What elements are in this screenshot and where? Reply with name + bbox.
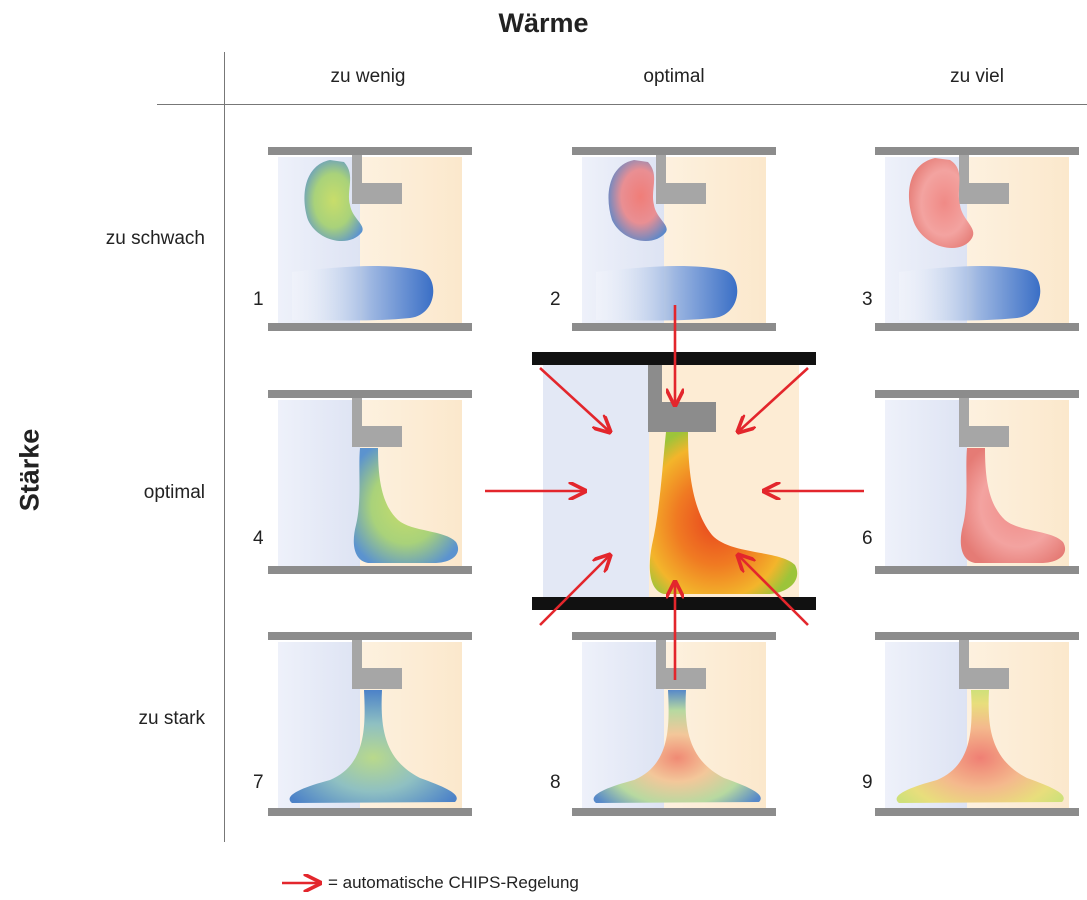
column-label-optimal: optimal bbox=[643, 66, 705, 87]
cell-1 bbox=[268, 147, 472, 331]
arrow-from-cell-1 bbox=[539, 367, 610, 432]
cell-number-2: 2 bbox=[550, 289, 561, 310]
row-label-zu-schwach: zu schwach bbox=[105, 228, 205, 249]
cell-number-7: 7 bbox=[253, 772, 264, 793]
row-label-divider bbox=[224, 52, 225, 842]
axis-title-waerme: Wärme bbox=[498, 8, 589, 38]
cell-number-9: 9 bbox=[862, 772, 873, 793]
column-label-zu-viel: zu viel bbox=[950, 66, 1004, 87]
cell-number-6: 6 bbox=[862, 528, 873, 549]
cell-5-optimal bbox=[532, 352, 816, 610]
header-divider bbox=[157, 104, 1087, 105]
cell-3 bbox=[875, 147, 1079, 331]
arrow-from-cell-9 bbox=[738, 555, 809, 626]
row-label-zu-stark: zu stark bbox=[138, 708, 205, 729]
cell-number-3: 3 bbox=[862, 289, 873, 310]
cell-8 bbox=[572, 632, 776, 816]
arrow-from-cell-7 bbox=[539, 555, 610, 626]
cell-number-8: 8 bbox=[550, 772, 561, 793]
cell-2 bbox=[572, 147, 776, 331]
cell-4 bbox=[268, 390, 472, 574]
legend-label: = automatische CHIPS-Regelung bbox=[328, 873, 579, 892]
cell-number-4: 4 bbox=[253, 528, 264, 549]
column-label-zu-wenig: zu wenig bbox=[330, 66, 406, 87]
cell-number-1: 1 bbox=[253, 289, 264, 310]
cell-9 bbox=[875, 632, 1079, 816]
cell-6 bbox=[875, 390, 1079, 574]
cell-7 bbox=[268, 632, 472, 816]
row-label-optimal: optimal bbox=[143, 482, 205, 503]
arrow-from-cell-3 bbox=[738, 367, 809, 432]
control-arrows bbox=[282, 305, 864, 883]
